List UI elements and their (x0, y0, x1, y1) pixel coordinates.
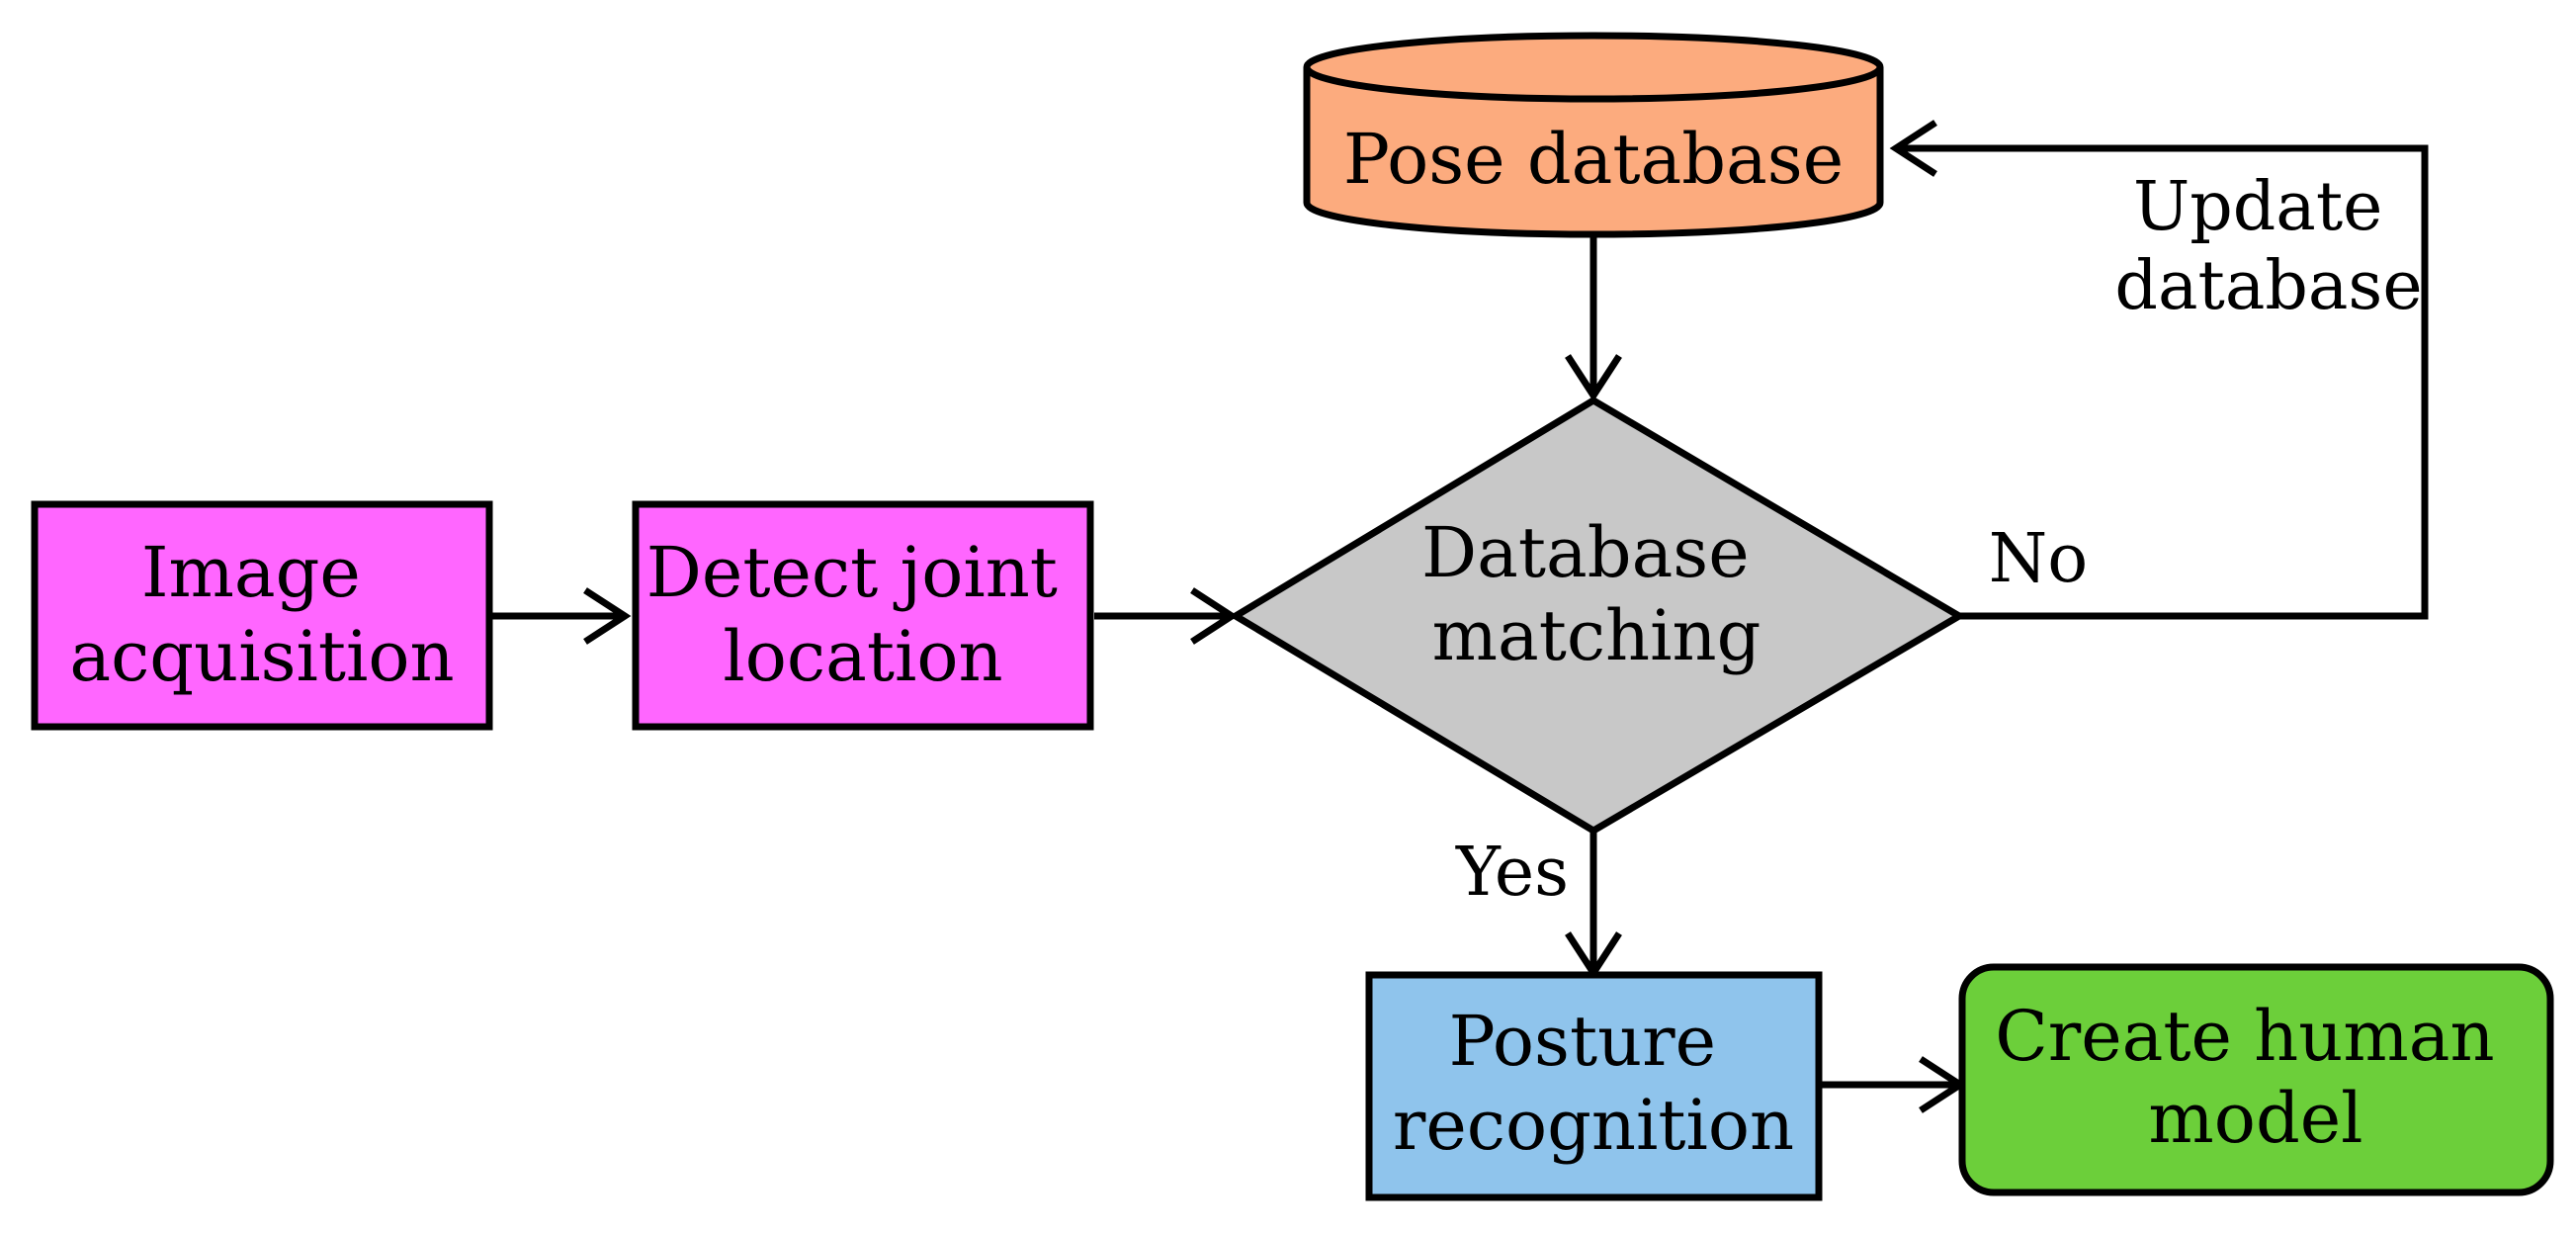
pose-database-cylinder-top (1303, 32, 1884, 103)
node-posture-recognition: Posture recognition (1365, 971, 1823, 1201)
node-detect-joint-location: Detect joint location (632, 500, 1094, 731)
detect-joint-location-label: Detect joint location (646, 532, 1079, 697)
edge-db-to-match (1565, 237, 1622, 402)
create-human-model-box (1958, 963, 2554, 1196)
edge-match-no-update (1889, 120, 2429, 620)
edge-match-yes-posture (1565, 829, 1622, 980)
create-human-model-label: Create human model (1995, 996, 2517, 1159)
node-create-human-model: Create human model (1958, 963, 2554, 1196)
pose-database-label: Pose database (1343, 119, 1844, 200)
posture-recognition-box (1365, 971, 1823, 1201)
update-database-annotation: Update database (2114, 168, 2422, 325)
edge-posture-to-model (1822, 1056, 1967, 1113)
image-acquisition-label: Image acquisition (69, 532, 454, 697)
database-matching-diamond (1229, 396, 1966, 836)
detect-joint-location-box (632, 500, 1094, 731)
posture-recognition-label: Posture recognition (1393, 1001, 1794, 1166)
database-matching-label: Database matching (1421, 512, 1771, 676)
node-pose-database: Pose database (1303, 32, 1884, 238)
pose-database-cylinder (1303, 67, 1884, 238)
edge-acq-to-detect (491, 587, 632, 645)
image-acquisition-box (31, 500, 493, 731)
edge-detect-to-match (1094, 587, 1239, 645)
node-image-acquisition: Image acquisition (31, 500, 493, 731)
edge-label-no: No (1989, 520, 2088, 598)
edge-label-yes: Yes (1455, 834, 1569, 912)
node-database-matching: Database matching (1229, 396, 1966, 836)
